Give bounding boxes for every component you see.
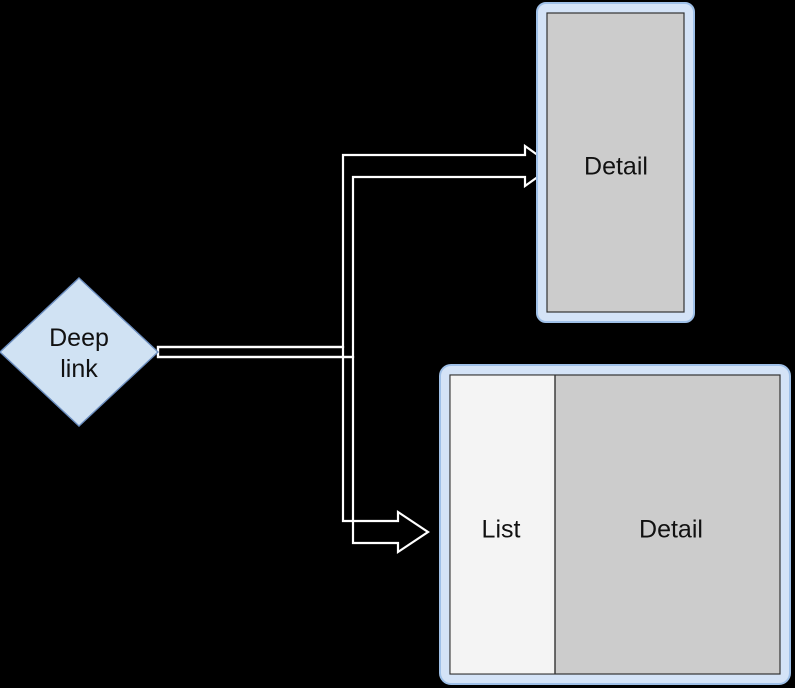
edge-deep-link-to-phone[interactable] bbox=[156, 143, 555, 359]
tablet-list-pane[interactable] bbox=[450, 375, 555, 674]
tablet-list-label: List bbox=[482, 516, 521, 544]
tablet-detail-label: Detail bbox=[639, 516, 703, 544]
phone-screen-detail-pane bbox=[546, 12, 685, 313]
node-tablet[interactable]: List Detail bbox=[439, 364, 791, 685]
deep-link-label-line1: Deep bbox=[49, 324, 109, 352]
edge-phone-path bbox=[156, 143, 555, 359]
edge-tablet-path bbox=[156, 345, 430, 555]
deep-link-diamond-shape bbox=[0, 277, 160, 427]
node-phone[interactable]: Detail bbox=[536, 2, 695, 323]
edge-deep-link-to-tablet[interactable] bbox=[156, 345, 430, 555]
phone-detail-label: Detail bbox=[584, 153, 648, 181]
node-deep-link[interactable]: Deep link bbox=[0, 277, 160, 427]
deep-link-label-line2: link bbox=[60, 355, 98, 383]
